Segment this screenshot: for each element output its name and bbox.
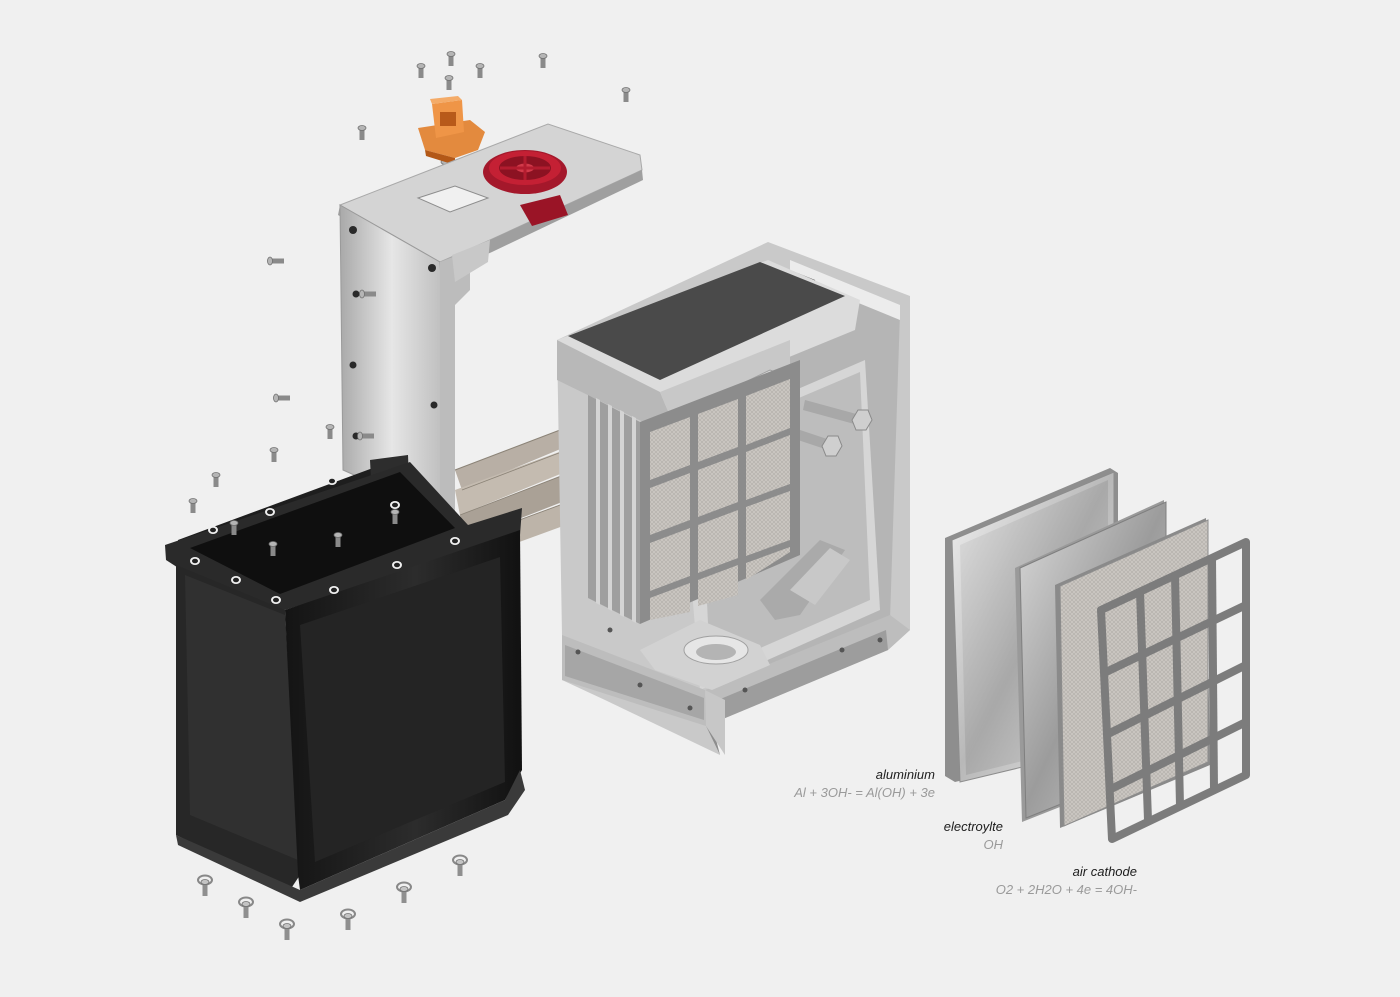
callout-electrolyte-name: electroylte (943, 819, 1003, 834)
callout-air-cathode: air cathode O2 + 2H2O + 4e = 4OH- (995, 864, 1137, 898)
callout-electrolyte: electroylte OH (943, 819, 1004, 853)
callout-aluminium-equation: Al + 3OH- = Al(OH) + 3e (794, 784, 935, 800)
front-mesh-grid (650, 379, 790, 620)
cathode-grid-frame (1097, 538, 1250, 843)
aluminium-bracket (338, 123, 643, 560)
black-housing (165, 455, 525, 902)
callout-air-cathode-equation: O2 + 2H2O + 4e = 4OH- (995, 881, 1137, 897)
air-cathode-membrane (1055, 518, 1210, 828)
callout-aluminium: aluminium Al + 3OH- = Al(OH) + 3e (794, 767, 935, 801)
callout-electrolyte-equation: OH (983, 836, 1004, 852)
callout-air-cathode-name: air cathode (1072, 864, 1137, 879)
callout-aluminium-name: aluminium (875, 767, 935, 782)
aluminium-cell-frame (557, 242, 910, 755)
orange-connector (418, 96, 485, 165)
